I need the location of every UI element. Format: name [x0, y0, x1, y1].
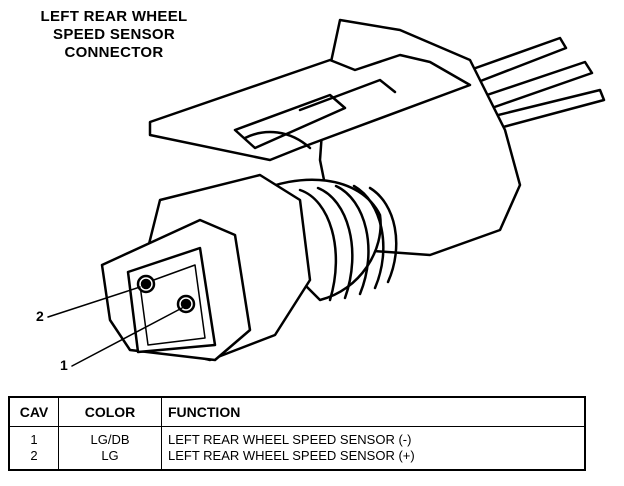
title-line-1: LEFT REAR WHEEL [40, 8, 188, 25]
cell-color: LG/DB [58, 426, 162, 448]
cell-cav: 1 [8, 426, 59, 448]
table-header-row: CAV COLOR FUNCTION [8, 396, 586, 427]
cavity-table: CAV COLOR FUNCTION 1 LG/DB LEFT REAR WHE… [8, 396, 586, 471]
cell-color: LG [58, 448, 162, 470]
pin-label-1: 1 [60, 357, 68, 373]
table-row: 2 LG LEFT REAR WHEEL SPEED SENSOR (+) [8, 448, 586, 470]
leader-line-2 [47, 286, 141, 318]
header-color: COLOR [58, 396, 162, 427]
pin-label-2: 2 [36, 308, 44, 324]
cell-function: LEFT REAR WHEEL SPEED SENSOR (-) [161, 426, 586, 448]
cell-function: LEFT REAR WHEEL SPEED SENSOR (+) [161, 448, 586, 470]
cell-cav: 2 [8, 448, 59, 470]
wire-leads [468, 36, 606, 132]
title-line-3: CONNECTOR [64, 44, 164, 61]
title-line-2: SPEED SENSOR [53, 26, 175, 43]
header-cav: CAV [8, 396, 59, 427]
table-row: 1 LG/DB LEFT REAR WHEEL SPEED SENSOR (-) [8, 426, 586, 448]
diagram-title: LEFT REAR WHEEL SPEED SENSOR CONNECTOR [14, 8, 214, 62]
connector-illustration [47, 18, 606, 367]
header-function: FUNCTION [161, 396, 586, 427]
leader-line-1 [71, 307, 183, 367]
